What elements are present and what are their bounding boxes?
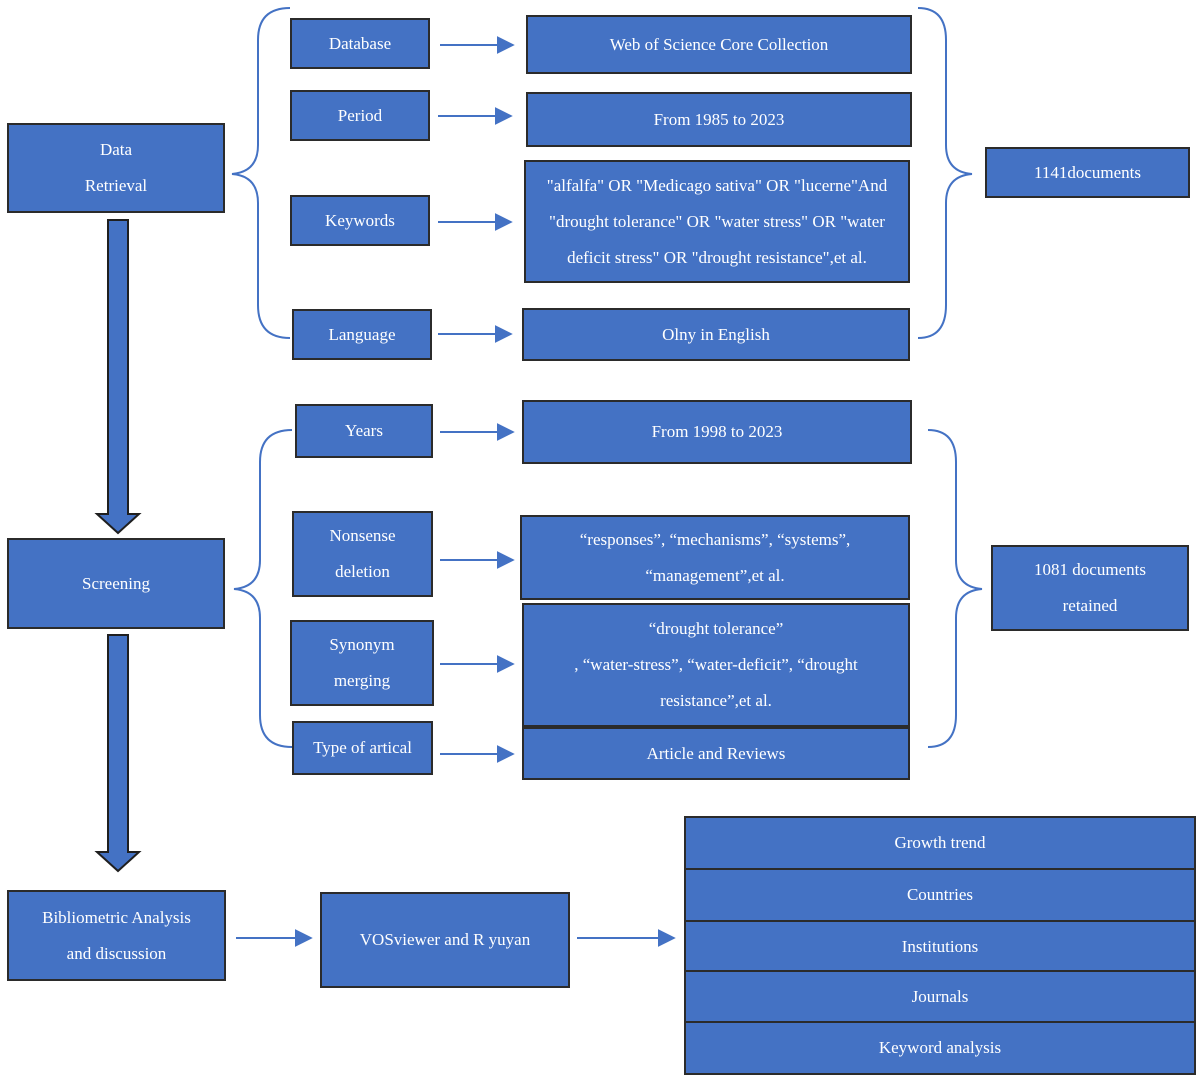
type-of-article-label: Type of artical xyxy=(292,721,433,775)
database-label: Database xyxy=(290,18,430,69)
output-keyword-analysis: Keyword analysis xyxy=(684,1021,1196,1075)
output-countries: Countries xyxy=(684,868,1196,922)
output-growth-trend: Growth trend xyxy=(684,816,1196,870)
screening-right-brace xyxy=(927,429,983,748)
screening-stage: Screening xyxy=(7,538,225,629)
years-label: Years xyxy=(295,404,433,458)
retrieval-to-screening-arrow xyxy=(94,219,142,535)
period-value: From 1985 to 2023 xyxy=(526,92,912,147)
keywords-label: Keywords xyxy=(290,195,430,246)
screening-left-brace xyxy=(233,429,293,748)
nonsense-deletion-label: Nonsense deletion xyxy=(292,511,433,597)
bibliometric-analysis-stage: Bibliometric Analysis and discussion xyxy=(7,890,226,981)
retrieval-left-brace xyxy=(231,7,291,339)
retrieval-result: 1141documents xyxy=(985,147,1190,198)
output-institutions: Institutions xyxy=(684,920,1196,974)
type-of-article-value: Article and Reviews xyxy=(522,727,910,780)
synonym-merging-label: Synonym merging xyxy=(290,620,434,706)
synonym-merging-value: “drought tolerance” , “water-stress”, “w… xyxy=(522,603,910,727)
language-label: Language xyxy=(292,309,432,360)
nonsense-deletion-value: “responses”, “mechanisms”, “systems”, “m… xyxy=(520,515,910,600)
period-label: Period xyxy=(290,90,430,141)
screening-result: 1081 documents retained xyxy=(991,545,1189,631)
language-value: Olny in English xyxy=(522,308,910,361)
keywords-value: "alfalfa" OR "Medicago sativa" OR "lucer… xyxy=(524,160,910,283)
database-value: Web of Science Core Collection xyxy=(526,15,912,74)
screening-to-analysis-arrow xyxy=(94,634,142,873)
analysis-tool: VOSviewer and R yuyan xyxy=(320,892,570,988)
output-journals: Journals xyxy=(684,970,1196,1024)
retrieval-right-brace xyxy=(917,7,973,339)
data-retrieval-stage: Data Retrieval xyxy=(7,123,225,213)
years-value: From 1998 to 2023 xyxy=(522,400,912,464)
